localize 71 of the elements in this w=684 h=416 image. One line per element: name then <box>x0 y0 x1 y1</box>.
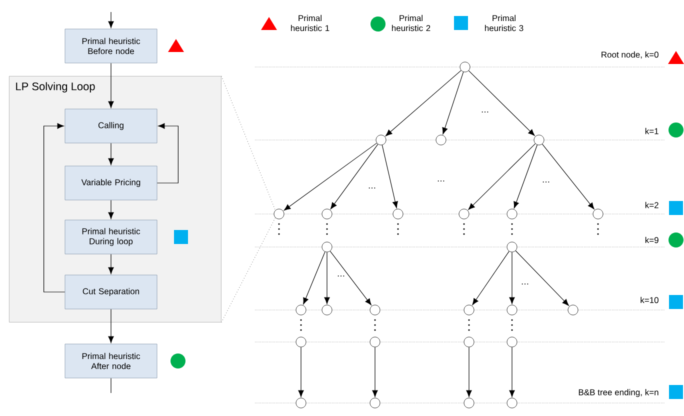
tree-node <box>506 304 518 316</box>
tree-node <box>370 304 380 316</box>
tree-node <box>464 336 474 348</box>
arrow <box>324 252 330 304</box>
arrow <box>472 251 510 306</box>
zoom-line <box>221 76 276 211</box>
level-label: k=1 <box>645 128 658 134</box>
arrow <box>542 144 594 210</box>
arrow <box>514 144 538 208</box>
legend-text: Primal heuristic 2 <box>392 14 430 32</box>
tree-node <box>506 398 518 408</box>
arrow <box>303 252 326 304</box>
tree-node <box>506 208 518 220</box>
tree-node <box>370 336 380 348</box>
zoom-line <box>221 217 276 323</box>
ellipsis: … <box>438 180 444 182</box>
arrow <box>382 144 398 208</box>
arrow <box>515 250 569 306</box>
tree-node <box>296 304 306 316</box>
arrow <box>108 12 114 28</box>
tree-node <box>568 304 578 316</box>
arrow <box>509 252 515 304</box>
tree-node <box>592 208 604 220</box>
arrow <box>284 142 378 211</box>
tree-node <box>464 304 474 316</box>
process-box: Primal heuristic Before node <box>64 28 158 64</box>
level-label: k=10 <box>640 296 658 304</box>
tree-node <box>534 134 544 146</box>
tree-node <box>460 62 470 72</box>
arrow <box>108 62 114 108</box>
arrow <box>468 143 536 210</box>
tree-node <box>274 208 284 220</box>
level-label: Root node, k=0 <box>602 51 658 59</box>
legend-text: Primal heuristic 3 <box>485 14 524 32</box>
tree-node <box>296 336 306 348</box>
tree-node <box>458 208 470 220</box>
process-box: Variable Pricing <box>64 166 158 200</box>
tree-node <box>322 304 332 316</box>
arrow <box>108 308 114 343</box>
arrow <box>330 144 378 210</box>
arrow <box>442 72 464 134</box>
arrow <box>372 346 378 397</box>
legend-text: Primal heuristic 1 <box>291 14 330 32</box>
tree-node <box>392 208 404 220</box>
arrow <box>108 142 114 165</box>
arrow <box>298 346 304 397</box>
process-box: Primal heuristic During loop <box>64 220 158 254</box>
tree-node <box>464 398 474 408</box>
level-label: k=2 <box>645 202 658 208</box>
tree-node <box>322 208 332 220</box>
level-label: B&B tree ending, k=n <box>578 389 658 397</box>
arrow <box>509 346 515 397</box>
tree-node <box>296 398 306 408</box>
arrow <box>468 70 535 136</box>
process-box: Primal heuristic After node <box>64 344 158 378</box>
arrow <box>108 254 114 274</box>
arrow <box>108 200 114 219</box>
tree-node <box>506 336 518 348</box>
process-box: Cut Separation <box>64 274 158 310</box>
tree-node <box>370 398 380 408</box>
tree-node <box>322 242 332 252</box>
arrow <box>386 70 462 136</box>
tree-node <box>506 242 518 252</box>
process-box: Calling <box>64 108 158 144</box>
arrow <box>466 346 472 397</box>
level-label: k=9 <box>645 236 658 244</box>
arrow <box>44 123 66 292</box>
arrow <box>330 250 372 306</box>
tree-node <box>376 134 386 146</box>
arrow <box>156 123 178 184</box>
tree-node <box>436 134 446 146</box>
